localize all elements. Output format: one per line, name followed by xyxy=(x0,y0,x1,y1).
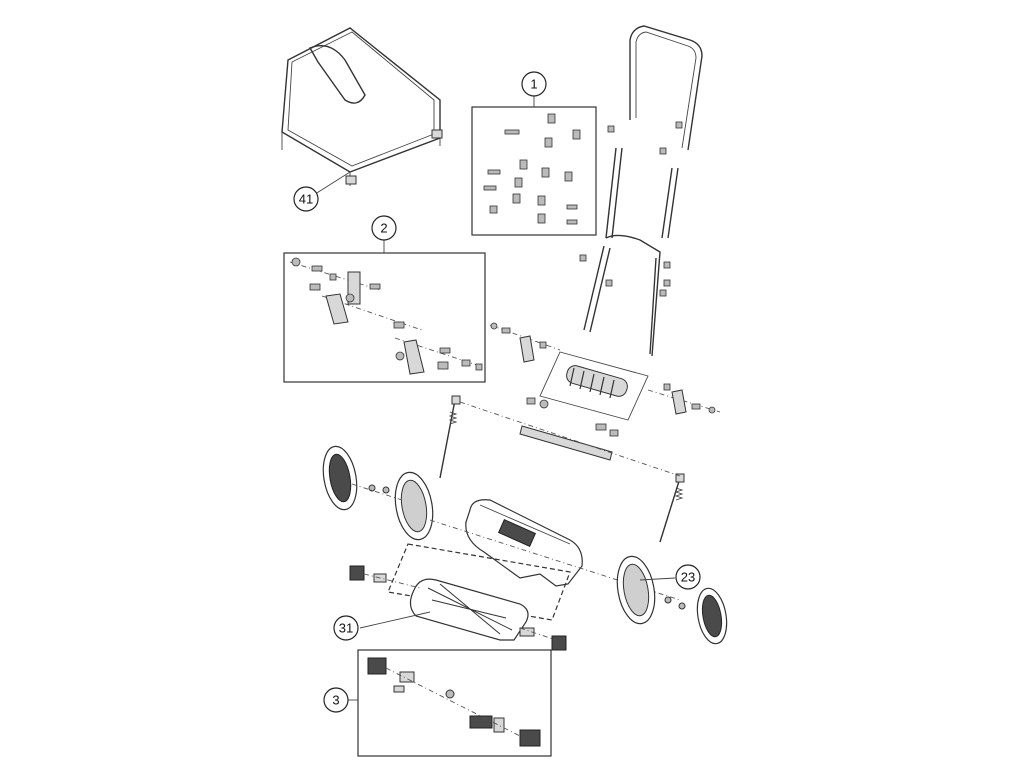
callout-23: 23 xyxy=(675,564,701,590)
svg-text:2: 2 xyxy=(380,221,387,236)
svg-text:23: 23 xyxy=(681,570,695,585)
callout-31: 31 xyxy=(333,615,359,641)
svg-text:3: 3 xyxy=(332,693,339,708)
svg-text:31: 31 xyxy=(339,621,353,636)
front-roller-assembly xyxy=(489,322,721,461)
callout-1: 1 xyxy=(521,71,547,97)
svg-text:1: 1 xyxy=(530,77,537,92)
height-adjuster xyxy=(283,240,486,383)
hardware-kit xyxy=(471,96,597,236)
callout-2: 2 xyxy=(371,215,397,241)
adjuster-bolts xyxy=(439,395,685,543)
leader-lines xyxy=(359,577,676,629)
main-frame xyxy=(429,499,681,601)
callout-3: 3 xyxy=(323,687,349,713)
callout-41: 41 xyxy=(293,186,319,212)
cutting-reel xyxy=(349,543,571,651)
left-wheel xyxy=(322,445,434,541)
reel-bearing-assembly xyxy=(348,649,552,757)
right-wheel xyxy=(616,555,728,645)
handle xyxy=(579,25,703,357)
svg-text:41: 41 xyxy=(299,192,313,207)
grass-catcher xyxy=(281,27,443,197)
